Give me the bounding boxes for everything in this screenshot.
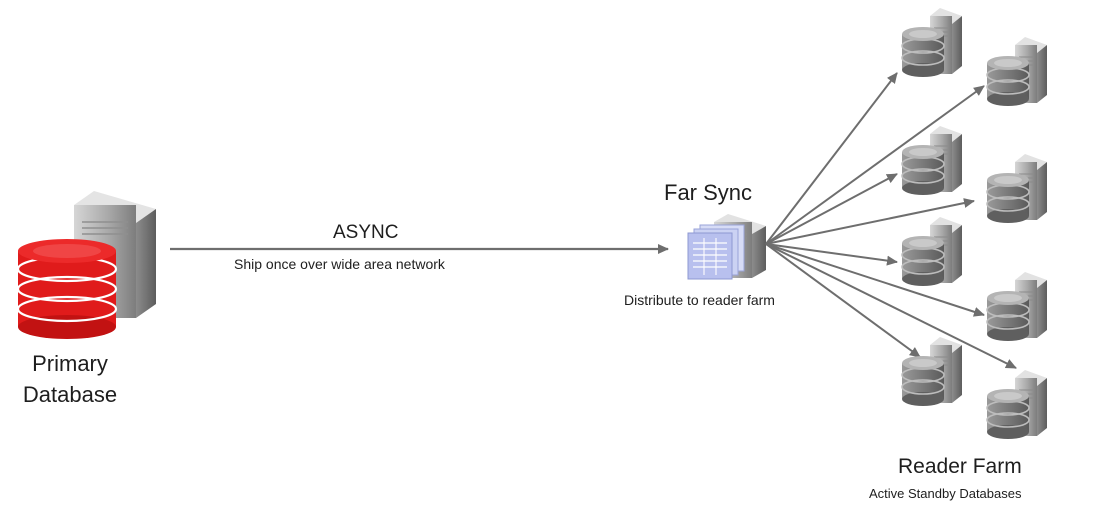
far-sync-label: Far Sync [664,180,753,205]
reader-farm-sublabel: Active Standby Databases [869,486,1022,501]
arrow-to-standby-2 [765,85,985,245]
arrow-to-standby-1 [765,72,898,245]
arrow-to-standby-4 [765,198,975,245]
far-sync-sublabel: Distribute to reader farm [624,292,775,308]
standby-database-icon [902,126,962,195]
standby-database-icon [902,8,962,77]
arrow-to-standby-7 [765,243,921,358]
primary-database-label: Primary Database [15,348,125,410]
standby-database-icon [987,272,1047,341]
async-label: ASYNC [333,222,399,243]
primary-label-line2: Database [22,382,118,407]
arrow-to-standby-5 [765,243,898,266]
standby-database-icon [987,154,1047,223]
primary-label-line1: Primary [32,351,108,376]
arrow-to-standby-8 [765,243,1017,369]
standby-database-icon [902,217,962,286]
arrow-to-standby-6 [765,243,985,317]
distribution-arrows [765,72,1017,369]
arrow-to-standby-3 [765,173,898,245]
primary-database-icon [16,191,156,339]
async-sublabel: Ship once over wide area network [234,256,445,272]
standby-database-icon [987,37,1047,106]
far-sync-server-icon [687,214,766,280]
standby-database-icon [902,337,962,406]
standby-database-icon [987,370,1047,439]
reader-farm-label: Reader Farm [898,455,1022,478]
reader-farm-icons [902,8,1047,439]
